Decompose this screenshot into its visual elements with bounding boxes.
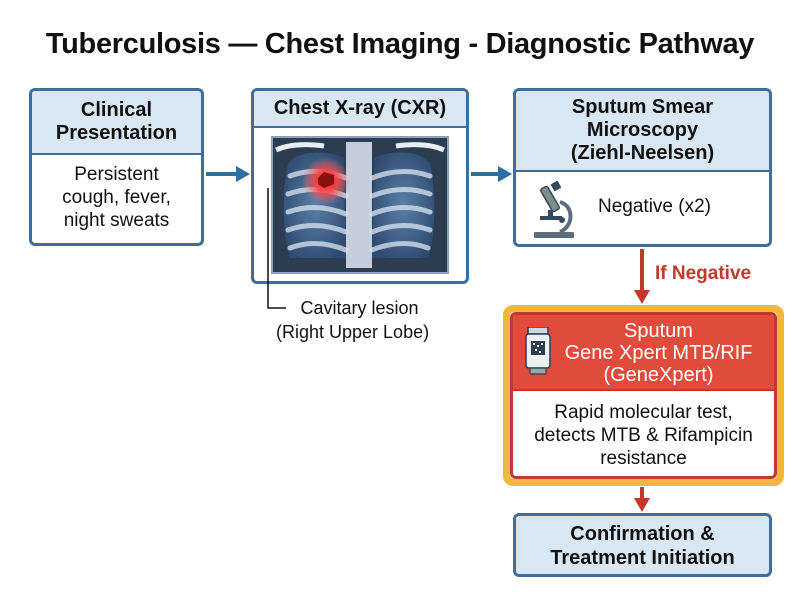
clinical-body-line3: night sweats (63, 210, 170, 231)
chest-xray-box: Chest X-ray (CXR) (251, 88, 469, 284)
smear-header-line1: Sputum Smear (571, 96, 714, 118)
confirmation-box: Confirmation & Treatment Initiation (513, 513, 772, 577)
clinical-header-line2: Presentation (55, 122, 178, 144)
smear-header-line3: (Ziehl-Neelsen) (570, 142, 715, 164)
clinical-presentation-header: Clinical Presentation (32, 91, 201, 155)
smear-result: Negative (x2) (598, 196, 711, 217)
confirmation-line1: Confirmation & (570, 523, 715, 545)
genexpert-body-line1: Rapid molecular test, (554, 402, 733, 423)
clinical-header-line1: Clinical (80, 99, 153, 121)
arrow-smear-to-genexpert (634, 249, 650, 304)
lesion-annotation-line2: (Right Upper Lobe) (276, 322, 430, 342)
sputum-smear-header: Sputum Smear Microscopy (Ziehl-Neelsen) (516, 91, 769, 172)
arrow-genexpert-to-confirmation (634, 487, 650, 512)
page-title: Tuberculosis — Chest Imaging - Diagnosti… (45, 28, 755, 60)
arrow-clinical-to-cxr (206, 166, 250, 182)
clinical-presentation-body: Persistent cough, fever, night sweats (32, 155, 201, 232)
lesion-annotation: Cavitary lesion (Right Upper Lobe) (276, 296, 429, 344)
chest-xray-image (271, 136, 449, 274)
branch-label: If Negative (655, 263, 752, 284)
genexpert-header: Sputum Gene Xpert MTB/RIF (GeneXpert) (513, 315, 774, 391)
genexpert-box: Sputum Gene Xpert MTB/RIF (GeneXpert) Ra… (510, 312, 777, 479)
genexpert-body-line3: resistance (600, 448, 687, 469)
cartridge-icon (525, 327, 551, 375)
genexpert-body-line2: detects MTB & Rifampicin (534, 425, 753, 446)
arrow-cxr-to-smear (471, 166, 512, 182)
genexpert-header-line3: (GeneXpert) (603, 364, 714, 386)
lesion-callout-line (267, 188, 286, 309)
genexpert-header-line1: Sputum (624, 320, 693, 342)
chest-xray-header: Chest X-ray (CXR) (254, 91, 466, 128)
clinical-body-line1: Persistent (74, 164, 159, 185)
microscope-icon (534, 180, 574, 238)
sputum-smear-box: Sputum Smear Microscopy (Ziehl-Neelsen) … (513, 88, 772, 247)
confirmation-line2: Treatment Initiation (550, 547, 735, 569)
smear-header-line2: Microscopy (586, 119, 699, 141)
clinical-body-line2: cough, fever, (62, 187, 171, 208)
genexpert-body: Rapid molecular test, detects MTB & Rifa… (513, 391, 774, 470)
clinical-presentation-box: Clinical Presentation Persistent cough, … (29, 88, 204, 246)
genexpert-header-line2: Gene Xpert MTB/RIF (564, 342, 753, 364)
lesion-annotation-line1: Cavitary lesion (300, 298, 419, 318)
confirmation-text: Confirmation & Treatment Initiation (516, 516, 769, 570)
